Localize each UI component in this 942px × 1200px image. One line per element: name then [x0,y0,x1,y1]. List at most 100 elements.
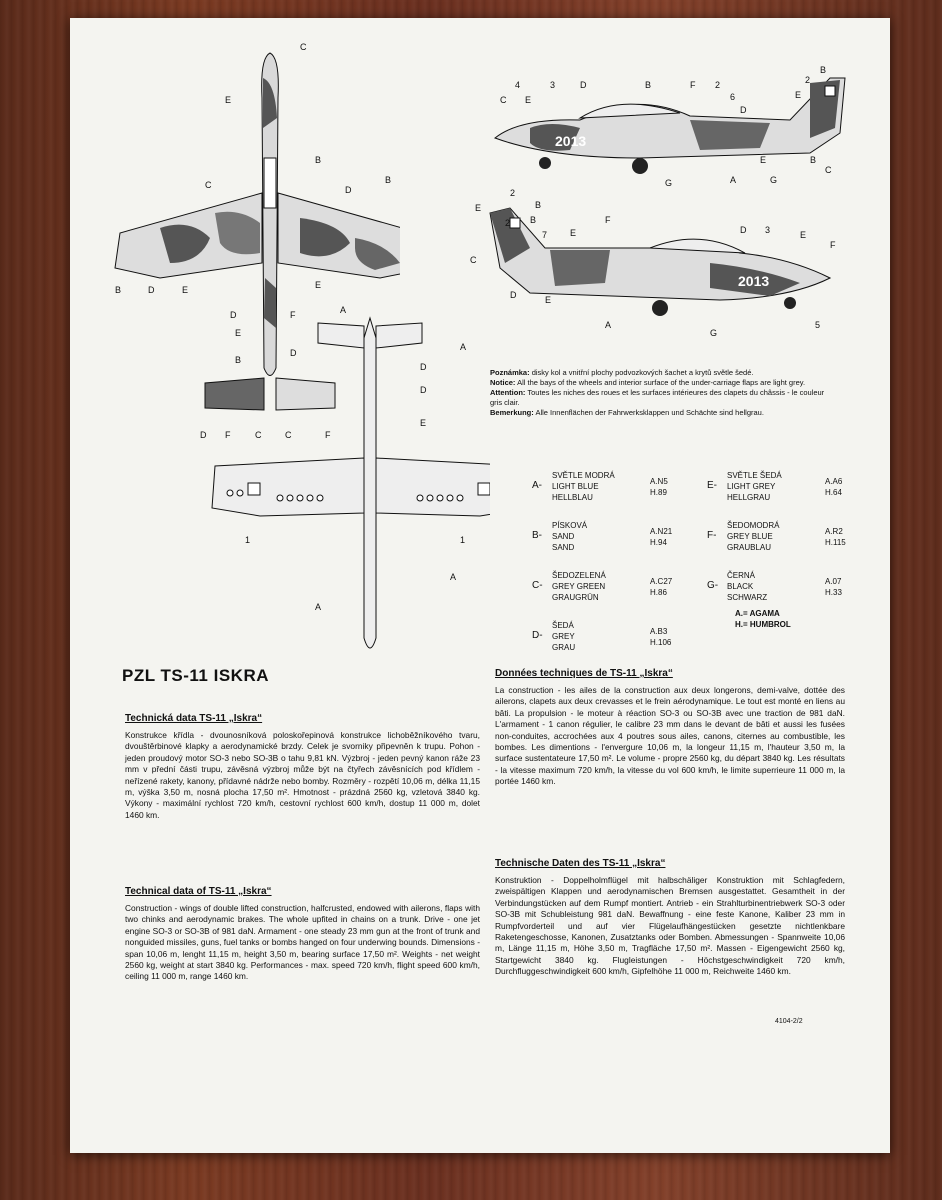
paint-code-humbrol: H.89 [650,488,667,497]
paint-name-de: GRAUBLAU [727,543,772,552]
svg-text:A: A [340,305,346,315]
svg-text:D: D [148,285,155,295]
section-cz: Technická data TS-11 „Iskra“ Konstrukce … [125,713,480,821]
paint-name-en: LIGHT BLUE [552,482,599,491]
svg-text:D: D [345,185,352,195]
section-en: Technical data of TS-11 „Iskra“ Construc… [125,886,480,983]
paint-code-agama: A.N21 [650,527,673,536]
paint-name-cz: SVĚTLE MODRÁ [552,471,615,480]
paint-name-cz: ŠEDOMODRÁ [727,521,780,530]
svg-text:4: 4 [515,80,520,90]
note-en-text: All the bays of the wheels and interior … [517,378,806,387]
svg-text:D: D [200,430,207,438]
paint-code-humbrol: H.94 [650,538,667,547]
svg-text:B: B [315,155,321,165]
legend-humbrol: H.= HUMBROL [735,620,791,629]
svg-text:B: B [115,285,121,295]
svg-text:E: E [760,155,766,165]
svg-text:C: C [205,180,212,190]
svg-text:A: A [460,342,466,352]
page-title: PZL TS-11 ISKRA [122,666,269,685]
svg-text:6: 6 [730,92,735,102]
paint-name-cz: ČERNÁ [727,571,756,580]
paint-code-agama: A.07 [825,577,842,586]
paint-key: G- [707,580,719,591]
section-en-title: Technical data of TS-11 „Iskra“ [125,886,272,897]
svg-text:C: C [255,430,262,438]
svg-text:3: 3 [765,225,770,235]
paint-name-cz: PÍSKOVÁ [552,521,588,530]
paint-name-en: GREY GREEN [552,582,606,591]
svg-text:G: G [710,328,717,338]
svg-text:A: A [315,602,321,612]
svg-text:E: E [475,203,481,213]
svg-text:D: D [230,310,237,320]
svg-text:D: D [740,105,747,115]
svg-text:2: 2 [805,75,810,85]
svg-text:B: B [810,155,816,165]
paint-code-agama: A.B3 [650,627,668,636]
paint-name-de: GRAUGRÜN [552,593,599,602]
aircraft-number: 2013 [555,133,586,149]
svg-text:G: G [770,175,777,185]
paint-key: F- [707,530,717,541]
note-de-label: Bemerkung: [490,408,534,417]
paint-name-en: SAND [552,532,575,541]
side-view-right-drawing: 2013 2 B E 2 B 7 E F C D 3 E F D E A G 5 [470,188,836,338]
svg-text:A: A [730,175,736,185]
paint-name-de: GRAU [552,643,576,652]
svg-text:D: D [290,348,297,358]
paint-code-humbrol: H.106 [650,638,672,647]
svg-text:F: F [830,240,836,250]
paint-name-en: GREY [552,632,575,641]
note-cz-text: disky kol a vnitřní plochy podvozkových … [531,368,754,377]
svg-text:E: E [525,95,531,105]
paint-code-agama: A.A6 [825,477,843,486]
svg-text:F: F [605,215,611,225]
paint-name-en: BLACK [727,582,754,591]
svg-text:B: B [235,355,241,365]
section-de-title: Technische Daten des TS-11 „Iskra“ [495,858,666,869]
paint-code-agama: A.R2 [825,527,843,536]
svg-text:2013: 2013 [738,273,769,289]
svg-text:C: C [285,430,292,438]
svg-text:B: B [385,175,391,185]
svg-text:1: 1 [245,535,250,545]
svg-text:E: E [225,95,231,105]
svg-text:3: 3 [550,80,555,90]
svg-text:E: E [570,228,576,238]
paint-name-cz: ŠEDOZELENÁ [552,571,606,580]
svg-text:C: C [825,165,832,175]
svg-text:A: A [605,320,611,330]
svg-text:2: 2 [505,218,510,228]
svg-text:E: E [315,280,321,290]
svg-text:D: D [420,362,427,372]
paint-code-humbrol: H.33 [825,588,842,597]
section-cz-title: Technická data TS-11 „Iskra“ [125,713,263,724]
paint-key: E- [707,480,717,491]
svg-text:E: E [800,230,806,240]
svg-text:B: B [535,200,541,210]
paint-code-humbrol: H.115 [825,538,846,547]
paint-name-en: LIGHT GREY [727,482,776,491]
note-fr-label: Attention: [490,388,526,397]
paint-key: C- [532,580,543,591]
svg-text:2: 2 [510,188,515,198]
section-de: Technische Daten des TS-11 „Iskra“ Konst… [495,858,845,978]
paint-key: D- [532,630,543,641]
paint-name-de: HELLGRAU [727,493,771,502]
note-cz-label: Poznámka: [490,368,530,377]
svg-text:D: D [740,225,747,235]
svg-text:7: 7 [542,230,547,240]
svg-text:B: B [645,80,651,90]
svg-text:B: B [820,65,826,75]
note-fr-text: Toutes les niches des roues et les surfa… [490,388,825,407]
paint-legend: A.= AGAMA H.= HUMBROL [735,608,791,630]
svg-text:E: E [795,90,801,100]
side-view-left-drawing: 2013 C 4 E 3 D B F 2 6 D B 2 E C B E G G… [493,65,846,188]
paint-name-cz: SVĚTLE ŠEDÁ [727,471,782,480]
svg-text:B: B [530,215,536,225]
section-de-body: Konstruktion - Doppelholmflügel mit halb… [495,875,845,977]
note-de-text: Alle Innenflächen der Fahrwerksklappen u… [535,408,764,417]
svg-text:C: C [470,255,477,265]
